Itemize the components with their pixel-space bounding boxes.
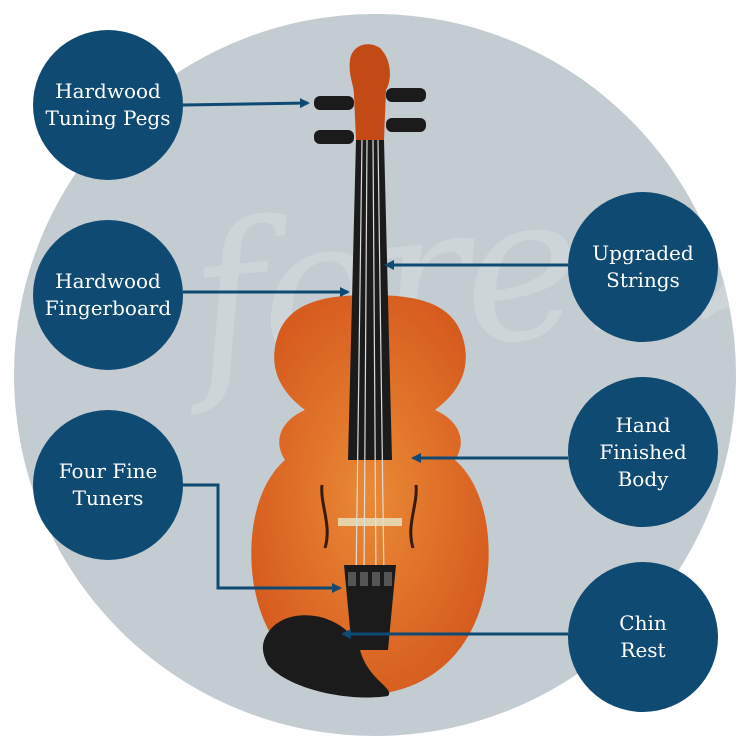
strings — [355, 139, 385, 581]
label-body: Hand Finished Body — [568, 377, 718, 527]
bridge — [338, 518, 402, 526]
f-hole-right — [409, 484, 418, 549]
label-strings: Upgraded Strings — [568, 192, 718, 342]
fingerboard — [348, 140, 392, 460]
arrow-tuning-pegs — [182, 98, 310, 109]
chin-rest — [262, 615, 390, 698]
scroll — [349, 44, 390, 140]
label-fine-tuners: Four Fine Tuners — [33, 410, 183, 560]
label-chin-rest: Chin Rest — [568, 562, 718, 712]
violin-body — [251, 295, 489, 695]
f-hole-left — [320, 484, 329, 549]
pointer-arrows — [182, 98, 568, 639]
tuning-pegs — [314, 88, 426, 144]
tailpiece — [344, 565, 396, 650]
fine-tuners — [348, 572, 392, 586]
label-fingerboard: Hardwood Fingerboard — [33, 220, 183, 370]
label-tuning-pegs: Hardwood Tuning Pegs — [33, 30, 183, 180]
arrow-fine-tuners — [183, 483, 342, 593]
